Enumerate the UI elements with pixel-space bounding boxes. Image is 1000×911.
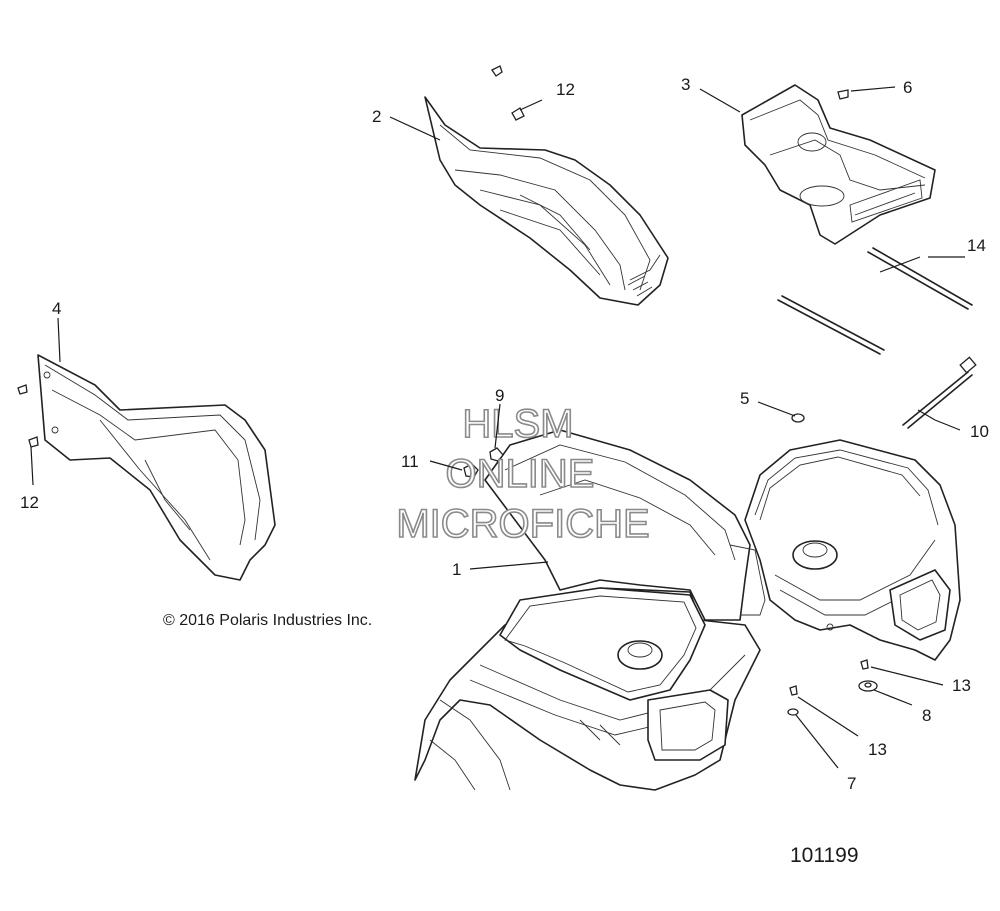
grommet-8 (858, 680, 878, 692)
fastener-9 (489, 447, 504, 462)
callout-2: 2 (372, 107, 381, 126)
callout-5: 5 (740, 389, 749, 408)
watermark-line-2: ONLINE (446, 452, 595, 496)
callout-13-center: 13 (868, 740, 887, 759)
callout-4: 4 (52, 299, 61, 318)
callout-8: 8 (922, 706, 931, 725)
callout-13-right: 13 (952, 676, 971, 695)
rear-box-part-1 (744, 439, 961, 661)
callout-12-left: 12 (20, 493, 39, 512)
callout-12-top: 12 (556, 80, 575, 99)
side-panel-part-4 (37, 354, 276, 581)
screw-13-center (789, 685, 798, 696)
side-panel-part-2 (424, 96, 669, 306)
watermark-line-1: HLSM (462, 402, 573, 446)
rod-part-10 (902, 356, 977, 429)
front-box-part-3 (741, 84, 936, 245)
diagram-number: 101199 (790, 844, 859, 867)
callout-7: 7 (847, 774, 856, 793)
callout-10: 10 (970, 422, 989, 441)
copyright-notice: © 2016 Polaris Industries Inc. (163, 612, 372, 629)
screw-13-right (860, 659, 869, 670)
callouts: 1 2 3 4 5 6 7 8 9 10 11 12 12 13 13 14 (20, 75, 989, 793)
callout-11: 11 (401, 452, 419, 471)
screw-6 (837, 89, 849, 100)
watermark-line-3: MICROFICHE (396, 502, 649, 546)
callout-1: 1 (452, 560, 461, 579)
watermark: HLSM ONLINE MICROFICHE (396, 401, 651, 547)
rod-part-14 (777, 247, 973, 355)
leader-lines (30, 86, 965, 769)
washer-7 (787, 708, 799, 716)
callout-14: 14 (967, 236, 986, 255)
nut-11 (463, 463, 479, 478)
callout-6: 6 (903, 78, 912, 97)
callout-3: 3 (681, 75, 690, 94)
callout-9: 9 (495, 386, 504, 405)
front-cab-part-1 (414, 429, 766, 791)
fastener-12-top (491, 65, 525, 121)
fastener-12-left (17, 384, 39, 448)
